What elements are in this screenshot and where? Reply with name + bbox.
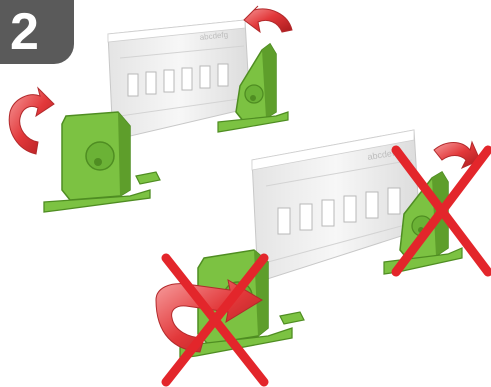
rotate-arrow-icon (9, 88, 54, 154)
correct-assembly: abcdefg (9, 6, 292, 212)
rotate-arrow-icon (244, 6, 292, 32)
incorrect-assembly: abcdefg (156, 130, 488, 382)
